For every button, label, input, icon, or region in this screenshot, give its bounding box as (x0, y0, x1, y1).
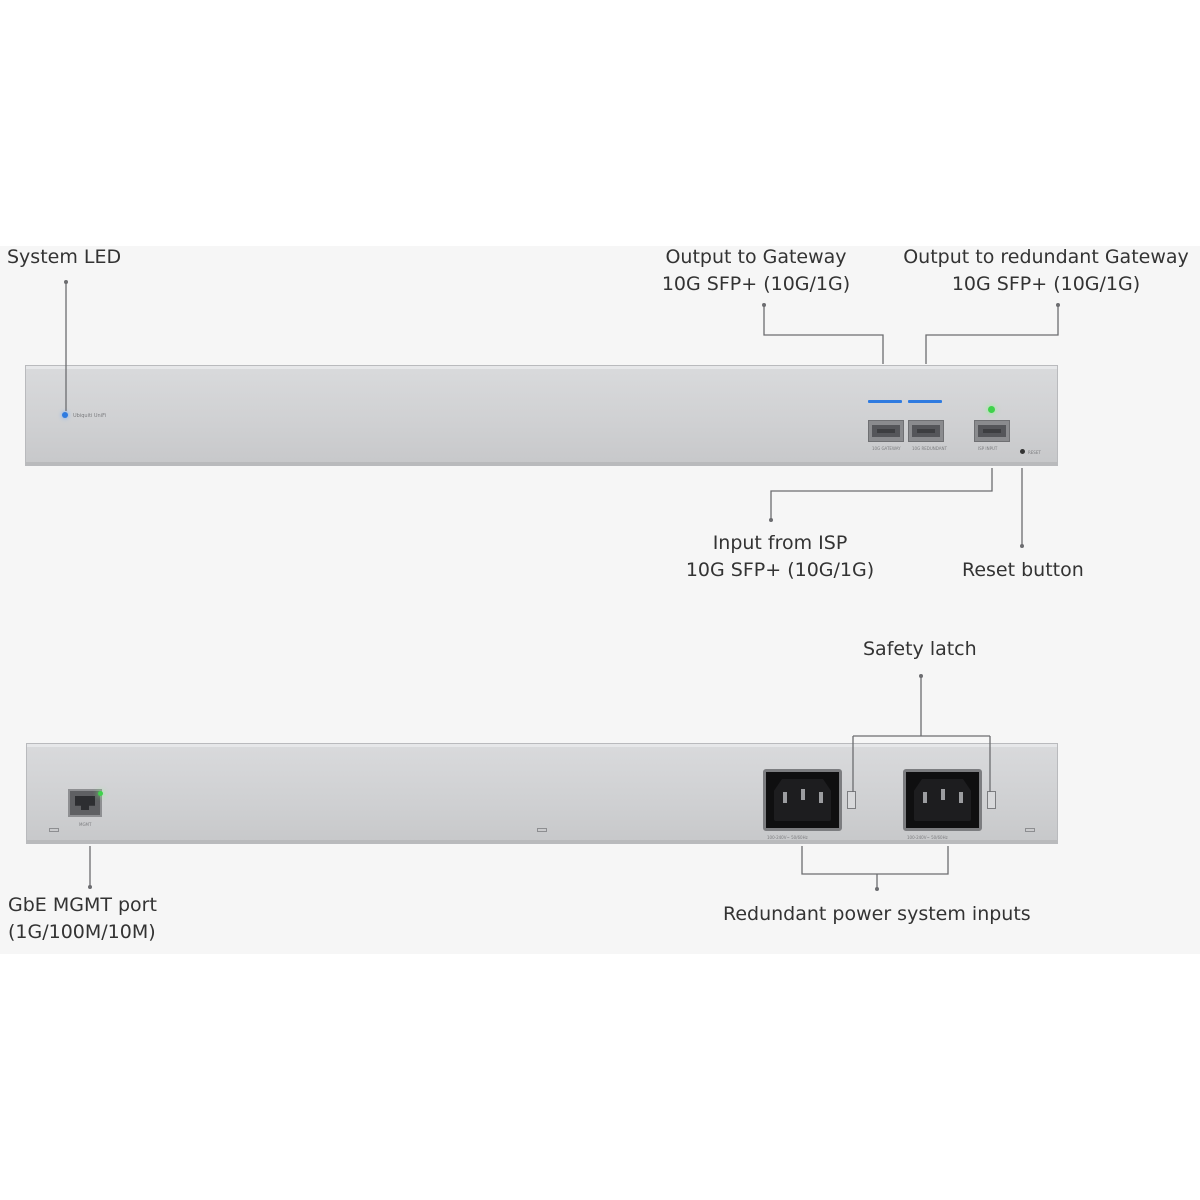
callout-system-led: System LED (7, 246, 122, 268)
system-led (62, 412, 68, 418)
power-label-2: 100-240V~ 50/60Hz (907, 835, 948, 840)
front-panel: Ubiquiti UniFi 10G GATEWAY 10G REDUNDANT… (25, 365, 1058, 466)
callout-power-inputs: Redundant power system inputs (723, 903, 1031, 925)
power-input-1[interactable] (763, 769, 842, 831)
callout-output-gateway: Output to Gateway 10G SFP+ (10G/1G) (661, 246, 851, 295)
callout-safety-latch: Safety latch (863, 638, 977, 660)
rear-panel-bottom-edge (27, 840, 1057, 843)
reset-label: RESET (1028, 450, 1041, 455)
mgmt-port-label: MGMT (79, 822, 92, 827)
reset-button[interactable] (1020, 449, 1025, 454)
port-1-indicator-stripe (868, 400, 902, 403)
port-2-indicator-stripe (908, 400, 942, 403)
port-label-3: ISP INPUT (978, 446, 998, 451)
front-panel-bottom-edge (26, 462, 1057, 465)
brand-text: Ubiquiti UniFi (73, 413, 107, 419)
callout-input-isp: Input from ISP 10G SFP+ (10G/1G) (685, 532, 875, 581)
rear-panel: MGMT 100-240V~ 50/60Hz 100-240V~ 50/60Hz (26, 743, 1058, 844)
port-label-2: 10G REDUNDANT (912, 446, 947, 451)
screw-center (537, 828, 547, 832)
sfp-port-output-redundant[interactable] (908, 420, 944, 442)
callout-mgmt-port: GbE MGMT port (1G/100M/10M) (8, 894, 157, 943)
sfp-port-input-isp[interactable] (974, 420, 1010, 442)
safety-latch-2[interactable] (987, 791, 996, 809)
screw-left (49, 828, 59, 832)
front-panel-top-edge (26, 366, 1057, 369)
port-label-1: 10G GATEWAY (872, 446, 901, 451)
power-label-1: 100-240V~ 50/60Hz (767, 835, 808, 840)
safety-latch-1[interactable] (847, 791, 856, 809)
mgmt-port-led (98, 791, 103, 796)
power-input-2[interactable] (903, 769, 982, 831)
sfp-port-output-gateway[interactable] (868, 420, 904, 442)
callout-reset-button: Reset button (962, 559, 1084, 581)
isp-port-led (988, 406, 995, 413)
callout-output-redundant-gateway: Output to redundant Gateway 10G SFP+ (10… (903, 246, 1189, 295)
diagram-background (0, 246, 1200, 954)
rear-panel-top-edge (27, 744, 1057, 747)
screw-right (1025, 828, 1035, 832)
mgmt-port[interactable] (68, 789, 102, 817)
